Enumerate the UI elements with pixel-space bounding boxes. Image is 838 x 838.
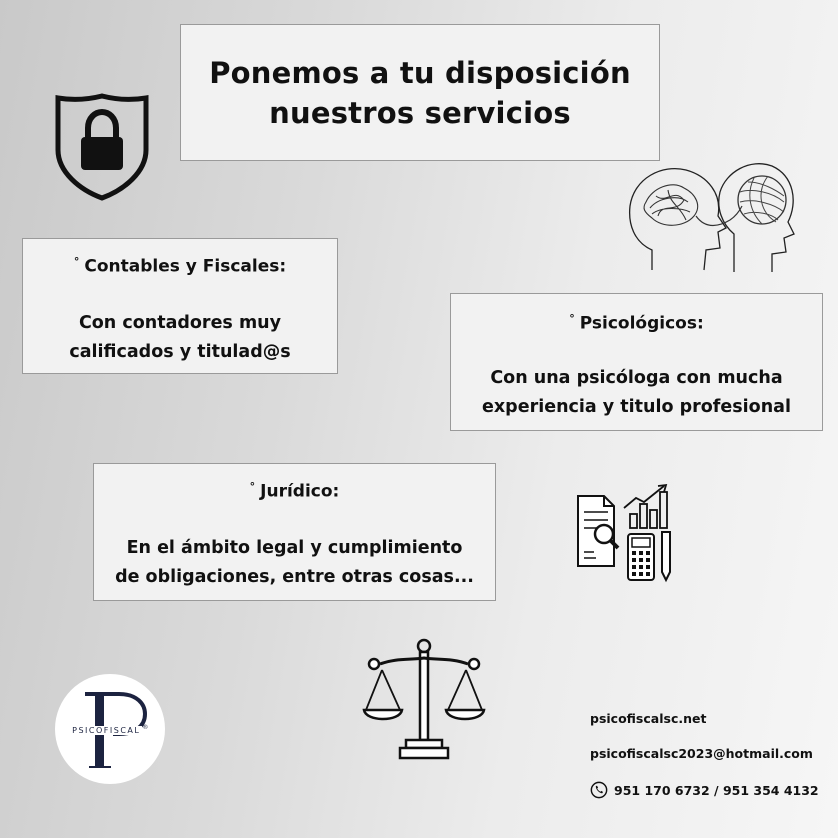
contact-phones[interactable]: 951 170 6732 / 951 354 4132 [614, 782, 819, 798]
lock-shield-icon [55, 93, 149, 201]
logo-brand-text: PSICOFISCAL® [55, 724, 165, 735]
justice-scale-icon [362, 638, 486, 760]
service-card-psicologicos: ° Psicológicos: Con una psicóloga con muc… [450, 293, 823, 431]
contact-email[interactable]: psicofiscalsc2023@hotmail.com [590, 746, 813, 761]
contact-phones-row: 951 170 6732 / 951 354 4132 [590, 781, 819, 799]
service-heading-contables: ° Contables y Fiscales: [23, 255, 337, 277]
logo-brand-name: PSICOFISCAL [70, 725, 143, 735]
service-desc-line: experiencia y titulo profesional [482, 397, 791, 417]
contact-website[interactable]: psicofiscalsc.net [590, 711, 707, 726]
service-heading-text: Psicológicos: [579, 313, 704, 334]
phone-icon [590, 781, 608, 799]
service-card-contables: ° Contables y Fiscales: Con contadores mu… [22, 238, 338, 374]
service-desc-line: En el ámbito legal y cumplimiento [126, 538, 463, 558]
bullet-degree: ° [569, 312, 575, 325]
title-line-2: nuestros servicios [269, 95, 571, 130]
service-desc-line: Con contadores muy [78, 313, 282, 333]
service-heading-text: Contables y Fiscales: [84, 256, 287, 277]
bullet-degree: ° [73, 255, 80, 268]
service-desc-psicologicos: Con una psicóloga con mucha experiencia … [451, 364, 822, 422]
service-heading-juridico: ° Jurídico: [94, 480, 495, 502]
registered-mark: ® [142, 724, 150, 731]
psicofiscal-logo: PSICOFISCAL® [55, 674, 165, 784]
service-desc-line: de obligaciones, entre otras cosas... [115, 567, 474, 587]
bullet-degree: ° [249, 480, 256, 493]
service-desc-contables: Con contadores muy calificados y titulad… [23, 309, 337, 367]
service-desc-line: calificados y titulad@s [69, 342, 291, 362]
service-heading-psicologicos: ° Psicológicos: [451, 312, 822, 334]
service-desc-line: Con una psicóloga con mucha [490, 368, 783, 388]
title-box: Ponemos a tu disposición nuestros servic… [180, 24, 660, 161]
service-desc-juridico: En el ámbito legal y cumplimiento de obl… [94, 534, 495, 592]
service-heading-text: Jurídico: [260, 481, 340, 502]
title-line-1: Ponemos a tu disposición [209, 55, 631, 90]
brain-heads-icon [628, 163, 795, 272]
service-card-juridico: ° Jurídico: En el ámbito legal y cumplimi… [93, 463, 496, 601]
finance-document-icon [577, 483, 671, 583]
